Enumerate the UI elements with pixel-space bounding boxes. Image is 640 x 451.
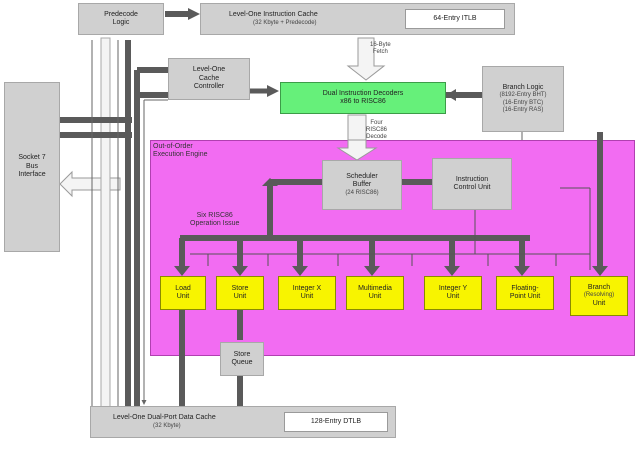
scheduler-line2: Buffer — [352, 181, 372, 189]
icache-sub: (32 Kbyte + Predecode) — [253, 19, 317, 26]
fetch-hollow-arrow — [346, 37, 386, 81]
decode-label-line2: RISC86 — [366, 127, 388, 134]
dcache-title: Level-One Dual-Port Data Cache — [113, 414, 216, 422]
fpu-line1: Floating- — [511, 284, 539, 292]
store-unit: Store Unit — [216, 276, 264, 310]
store-queue-block: Store Queue — [220, 342, 264, 376]
integer-x-line2: Unit — [300, 293, 314, 300]
predecode-line1: Predecode — [104, 10, 138, 18]
l1-icache-block: Level-One Instruction Cache (32 Kbyte + … — [200, 3, 515, 35]
socket-line1: Socket 7 — [18, 154, 46, 162]
branch-unit-line1: Branch — [587, 284, 611, 292]
dcache-sub: (32 Kbyte) — [153, 422, 181, 429]
ooo-label-line1: Out-of-Order — [153, 143, 193, 150]
branch-unit-line3: Unit — [592, 299, 606, 307]
store-unit-line1: Store — [231, 284, 249, 292]
icu-line2: Control Unit — [453, 184, 491, 191]
itlb-label: 64-Entry ITLB — [433, 14, 477, 22]
store-unit-line2: Unit — [233, 293, 247, 300]
predecode-logic-block: Predecode Logic — [78, 3, 164, 35]
load-unit-line1: Load — [175, 284, 191, 292]
branch-logic-line4: (16-Entry RAS) — [502, 106, 544, 113]
multimedia-unit: Multimedia Unit — [346, 276, 404, 310]
dual-instruction-decoders-block: Dual Instruction Decoders x86 to RISC86 — [280, 82, 446, 114]
ooo-engine-label: Out-of-Order Execution Engine — [153, 143, 207, 160]
integer-y-line2: Unit — [446, 293, 460, 300]
branch-logic-line3: (16-Entry BTC) — [502, 99, 544, 106]
issue-label-line1: Six RISC86 — [196, 212, 233, 219]
scheduler-line3: (24 RISC86) — [345, 189, 379, 196]
l1-cache-controller-block: Level-One Cache Controller — [168, 58, 250, 100]
controller-line3: Controller — [193, 83, 225, 91]
branch-logic-block: Branch Logic (8192-Entry BHT) (16-Entry … — [482, 66, 564, 132]
decoders-line2: x86 to RISC86 — [340, 98, 386, 105]
itlb-block: 64-Entry ITLB — [405, 9, 505, 29]
icache-title: Level-One Instruction Cache — [229, 11, 318, 19]
ooo-label-line2: Execution Engine — [153, 151, 208, 159]
floating-point-unit: Floating- Point Unit — [496, 276, 554, 310]
fpu-line2: Point Unit — [509, 293, 541, 300]
controller-line1: Level-One — [192, 66, 226, 74]
load-unit: Load Unit — [160, 276, 206, 310]
icu-line1: Instruction — [455, 175, 489, 183]
socket7-bus-interface-block: Socket 7 Bus Interface — [4, 82, 60, 252]
scheduler-buffer-block: Scheduler Buffer (24 RISC86) — [322, 160, 402, 210]
issue-label: Six RISC86 Operation Issue — [190, 212, 239, 229]
branch-logic-line2: (8192-Entry BHT) — [499, 92, 547, 99]
integer-y-unit: Integer Y Unit — [424, 276, 482, 310]
integer-x-line1: Integer X — [292, 284, 322, 292]
load-unit-line2: Unit — [176, 293, 190, 300]
branch-logic-line1: Branch Logic — [502, 84, 544, 92]
socket-line3: Interface — [18, 171, 46, 179]
branch-resolving-unit: Branch (Resolving) Unit — [570, 276, 628, 316]
multimedia-line1: Multimedia — [358, 284, 392, 292]
issue-label-line2: Operation Issue — [190, 220, 240, 228]
decode-arrow-label: Four RISC86 Decode — [366, 120, 387, 142]
scheduler-line1: Scheduler — [346, 173, 378, 181]
instruction-control-unit-block: Instruction Control Unit — [432, 158, 512, 210]
multimedia-line2: Unit — [368, 293, 382, 300]
store-queue-line1: Store — [233, 350, 251, 358]
branch-unit-line2: (Resolving) — [583, 292, 615, 299]
integer-x-unit: Integer X Unit — [278, 276, 336, 310]
integer-y-line1: Integer Y — [438, 284, 468, 292]
decode-label-line3: Decode — [366, 134, 387, 141]
fetch-label-line2: Fetch — [372, 49, 388, 56]
decode-label-line1: Four — [370, 120, 383, 126]
dtlb-label: 128-Entry DTLB — [310, 417, 362, 425]
fetch-arrow-label: 16-Byte Fetch — [370, 42, 391, 56]
fetch-label-line1: 16-Byte — [370, 42, 391, 48]
socket-line2: Bus — [25, 162, 39, 170]
dtlb-block: 128-Entry DTLB — [284, 412, 388, 432]
predecode-line2: Logic — [112, 19, 130, 26]
controller-line2: Cache — [198, 74, 220, 82]
decoders-line1: Dual Instruction Decoders — [322, 89, 404, 97]
store-queue-line2: Queue — [231, 359, 253, 366]
